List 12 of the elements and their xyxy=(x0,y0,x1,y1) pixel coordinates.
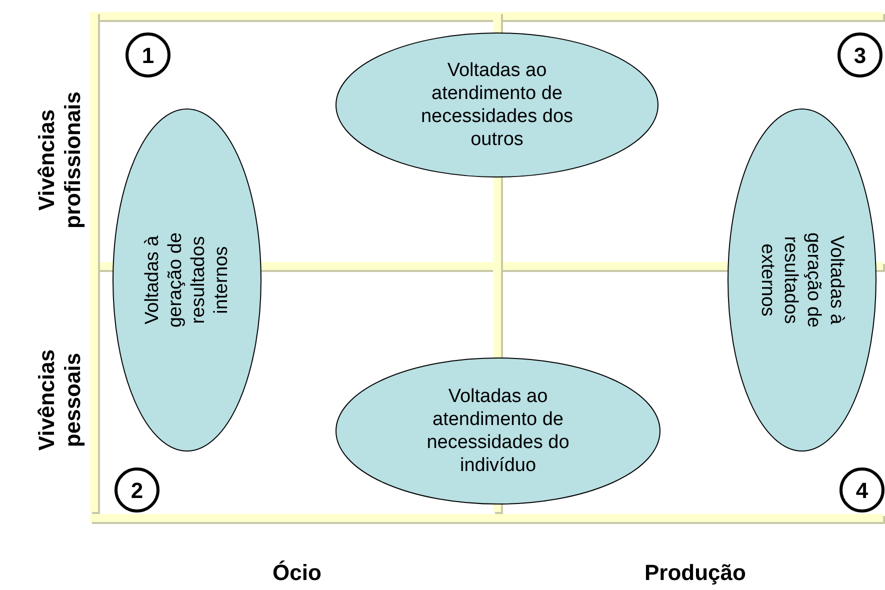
ellipse-text: Voltadas à geração de resultados externos xyxy=(756,231,848,330)
row-axis-label: Vivências pessoais xyxy=(34,348,86,453)
quadrant-number: 1 xyxy=(140,44,156,66)
row-axis-label: Vivências profissionais xyxy=(34,90,86,230)
column-axis-label: Produção xyxy=(644,560,746,586)
ellipse-text: Voltadas à geração de resultados internos xyxy=(141,231,233,330)
ellipse-text: Voltadas ao atendimento de necessidades dos outros xyxy=(420,59,574,151)
quadrant-number: 3 xyxy=(852,44,868,66)
column-axis-label: Ócio xyxy=(272,560,322,586)
quadrant-number: 4 xyxy=(854,478,870,502)
quadrant-number: 2 xyxy=(130,478,144,502)
ellipse-text: Voltadas ao atendimento de necessidades do indivíduo xyxy=(426,385,570,477)
